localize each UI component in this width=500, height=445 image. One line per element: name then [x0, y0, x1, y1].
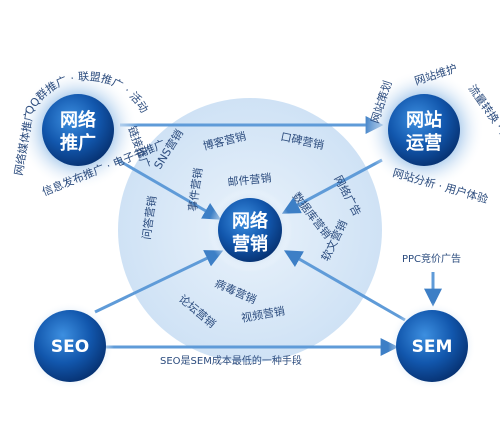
ring-mid-top: 邮件营销	[227, 170, 272, 189]
ppc-note: PPC竞价广告	[402, 252, 461, 265]
arrow-seo-to-center	[94, 250, 224, 314]
center-label-line1: 网络	[232, 210, 268, 232]
promotion-label-line1: 网络	[60, 109, 96, 131]
ring-left: 事件营销	[185, 167, 205, 213]
sem-label: SEM	[412, 337, 453, 357]
sem-node	[396, 310, 468, 382]
seo-label: SEO	[51, 337, 89, 357]
seo-node	[34, 310, 106, 382]
arrow-promotion-to-center	[117, 158, 222, 220]
center-node	[218, 198, 282, 262]
arrow-sem-to-center	[283, 250, 406, 322]
ring-left-outer: 问答营销	[139, 195, 159, 241]
arrow-operation-to-center	[281, 158, 383, 214]
promotion-label-line2: 推广	[60, 132, 96, 154]
seo-sem-note: SEO是SEM成本最低的一种手段	[160, 354, 302, 367]
promotion-node	[42, 94, 114, 166]
operation-label-line1: 网站	[406, 109, 442, 131]
center-label-line2: 营销	[232, 233, 268, 255]
operation-label-line2: 运营	[406, 132, 442, 154]
operation-node	[388, 94, 460, 166]
